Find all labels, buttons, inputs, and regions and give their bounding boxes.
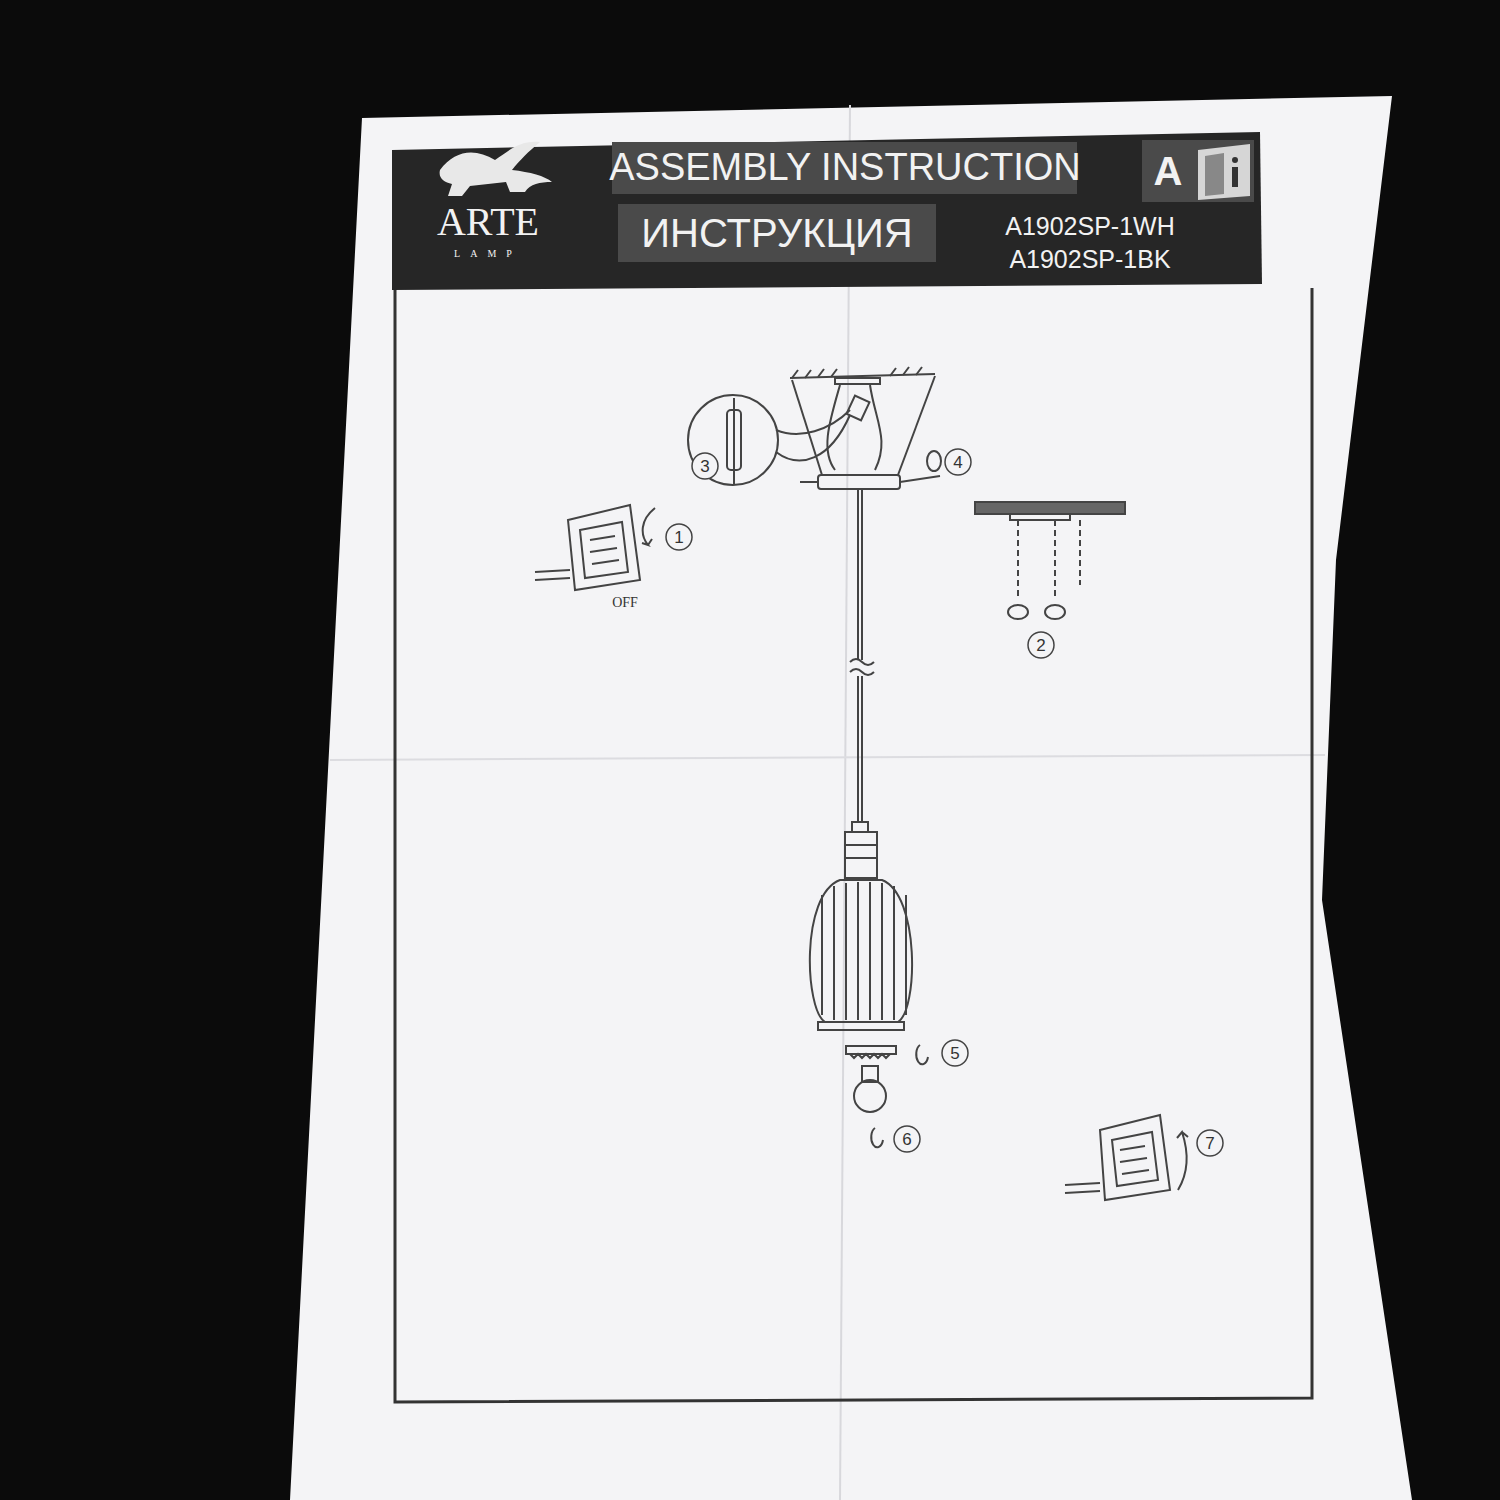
language-mark: A	[1154, 151, 1183, 191]
callout-number: 2	[1036, 637, 1045, 654]
switch-on	[1065, 1115, 1188, 1200]
callout-number: 3	[700, 458, 709, 475]
callout-number: 6	[902, 1131, 911, 1148]
pendant-shade	[810, 822, 912, 1058]
callout-circles	[666, 449, 1223, 1156]
mount-detail	[975, 502, 1125, 619]
callout-number: 1	[674, 529, 683, 546]
callout-number: 7	[1205, 1135, 1214, 1152]
info-icon	[1198, 144, 1250, 200]
griffin-logo	[440, 142, 552, 196]
switch-label: OFF	[612, 596, 638, 610]
brand-name: ARTE	[437, 202, 539, 242]
sheet-title-ru: ИНСТРУКЦИЯ	[641, 213, 912, 253]
ceiling-mount	[790, 367, 940, 489]
header-band	[392, 132, 1262, 290]
callout-number: 4	[953, 454, 962, 471]
model-number: A1902SP-1BK	[1009, 247, 1170, 272]
callout-number: 5	[950, 1045, 959, 1062]
brand-subname: LAMP	[454, 249, 522, 259]
model-number: A1902SP-1WH	[1005, 214, 1175, 239]
bulb	[854, 1066, 886, 1112]
paper-sheet	[290, 96, 1412, 1500]
switch-off	[535, 505, 655, 590]
sheet-title: ASSEMBLY INSTRUCTION	[609, 148, 1081, 186]
